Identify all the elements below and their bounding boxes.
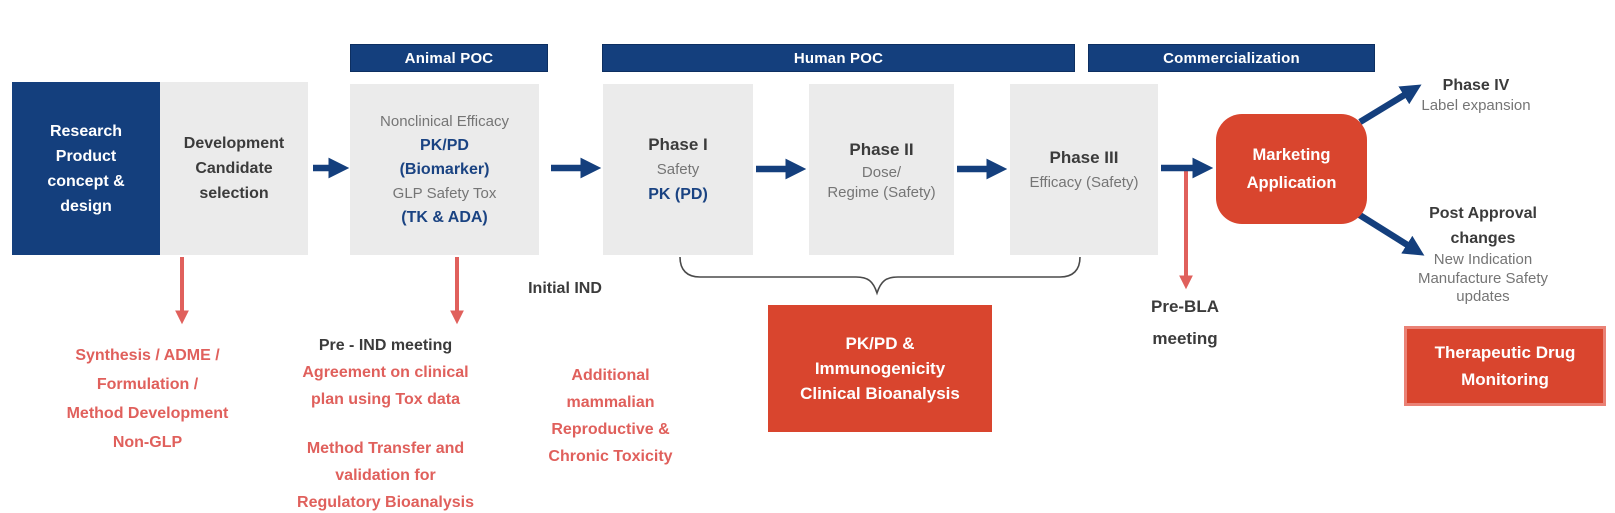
pre-ind-line: validation for <box>335 467 436 484</box>
box-development-line: selection <box>199 185 269 202</box>
note-pre-bla: Pre-BLA meeting <box>1129 291 1241 355</box>
note-additional-tox: Additional mammalian Reproductive & Chro… <box>528 362 693 470</box>
pkpd-line: PK/PD & <box>845 334 915 353</box>
pre-ind-line: Method Transfer and <box>306 440 465 457</box>
pkpd-line: Immunogenicity <box>814 359 946 378</box>
marketing-line: Marketing <box>1252 146 1331 164</box>
banner-commercialization: Commercialization <box>1088 44 1375 72</box>
animal-poc-line: Nonclinical Efficacy <box>380 112 509 130</box>
phase-2-sub: Dose/ <box>861 163 902 181</box>
box-phase-1: Phase I Safety PK (PD) <box>603 84 753 255</box>
tdm-line: Therapeutic Drug <box>1434 343 1576 362</box>
spacer <box>268 413 503 435</box>
note-synthesis-line: Non-GLP <box>112 434 183 451</box>
box-research: Research Product concept & design <box>12 82 160 255</box>
phase-3-sub: Efficacy (Safety) <box>1029 173 1139 191</box>
pre-ind-line: Regulatory Bioanalysis <box>297 494 474 511</box>
post-approval-title-line: Post Approval <box>1429 205 1537 222</box>
box-development-line: Candidate <box>195 160 273 177</box>
pre-bla-line: Pre-BLA <box>1150 297 1219 316</box>
post-approval-sub-line: updates <box>1456 288 1510 305</box>
phase-1-sub: Safety <box>656 160 700 178</box>
additional-tox-line: Chronic Toxicity <box>548 448 673 465</box>
box-development-line: Development <box>183 135 285 152</box>
banner-human-poc: Human POC <box>602 44 1075 72</box>
box-pkpd-immunogenicity: PK/PD & Immunogenicity Clinical Bioanaly… <box>768 305 992 432</box>
note-synthesis-line: Formulation / <box>96 376 199 393</box>
animal-poc-line: PK/PD <box>420 136 469 154</box>
pre-bla-line: meeting <box>1152 329 1218 348</box>
phase-3-title: Phase III <box>1049 147 1119 167</box>
phase-4-title: Phase IV <box>1442 77 1510 94</box>
pre-ind-line: Agreement on clinical <box>302 364 469 381</box>
tdm-line: Monitoring <box>1461 370 1549 389</box>
box-phase-3: Phase III Efficacy (Safety) <box>1010 84 1158 255</box>
pre-ind-title: Pre - IND meeting <box>318 337 453 354</box>
post-approval-title-line: changes <box>1450 230 1516 247</box>
note-pre-ind: Pre - IND meeting Agreement on clinical … <box>268 332 503 513</box>
marketing-line: Application <box>1246 174 1337 192</box>
animal-poc-line: GLP Safety Tox <box>392 184 497 202</box>
note-initial-ind: Initial IND <box>528 280 602 297</box>
box-development-candidate: Development Candidate selection <box>160 82 308 255</box>
box-marketing-application: Marketing Application <box>1216 114 1367 224</box>
box-research-line: concept & <box>47 172 125 190</box>
animal-poc-line: (Biomarker) <box>399 160 490 178</box>
additional-tox-line: Reproductive & <box>551 421 670 438</box>
phase-4-sub: Label expansion <box>1421 97 1531 114</box>
animal-poc-line: (TK & ADA) <box>401 208 488 226</box>
phases-brace <box>679 256 1081 296</box>
box-phase-2: Phase II Dose/ Regime (Safety) <box>809 84 954 255</box>
banner-animal-poc: Animal POC <box>350 44 548 72</box>
phase-2-title: Phase II <box>849 139 914 159</box>
box-research-line: Product <box>55 147 117 165</box>
additional-tox-line: mammalian <box>566 394 655 411</box>
box-research-line: Research <box>49 122 123 140</box>
note-phase-4: Phase IV Label expansion <box>1400 76 1552 115</box>
phase-1-title: Phase I <box>648 134 708 154</box>
note-synthesis-line: Method Development <box>66 405 229 422</box>
additional-tox-line: Additional <box>571 367 650 384</box>
phase-2-sub: Regime (Safety) <box>827 183 936 201</box>
box-animal-poc: Nonclinical Efficacy PK/PD (Biomarker) G… <box>350 84 539 255</box>
post-approval-sub-line: Manufacture Safety <box>1417 269 1549 287</box>
note-synthesis-line: Synthesis / ADME / <box>75 347 220 364</box>
note-synthesis: Synthesis / ADME / Formulation / Method … <box>40 341 255 457</box>
box-therapeutic-drug-monitoring: Therapeutic Drug Monitoring <box>1404 326 1606 406</box>
box-research-line: design <box>60 197 112 215</box>
pre-ind-line: plan using Tox data <box>310 391 461 408</box>
note-post-approval: Post Approval changes New Indication Man… <box>1395 201 1571 307</box>
pkpd-line: Clinical Bioanalysis <box>800 384 960 403</box>
post-approval-sub-line: New Indication <box>1433 251 1533 268</box>
phase-1-pk: PK (PD) <box>648 185 708 203</box>
